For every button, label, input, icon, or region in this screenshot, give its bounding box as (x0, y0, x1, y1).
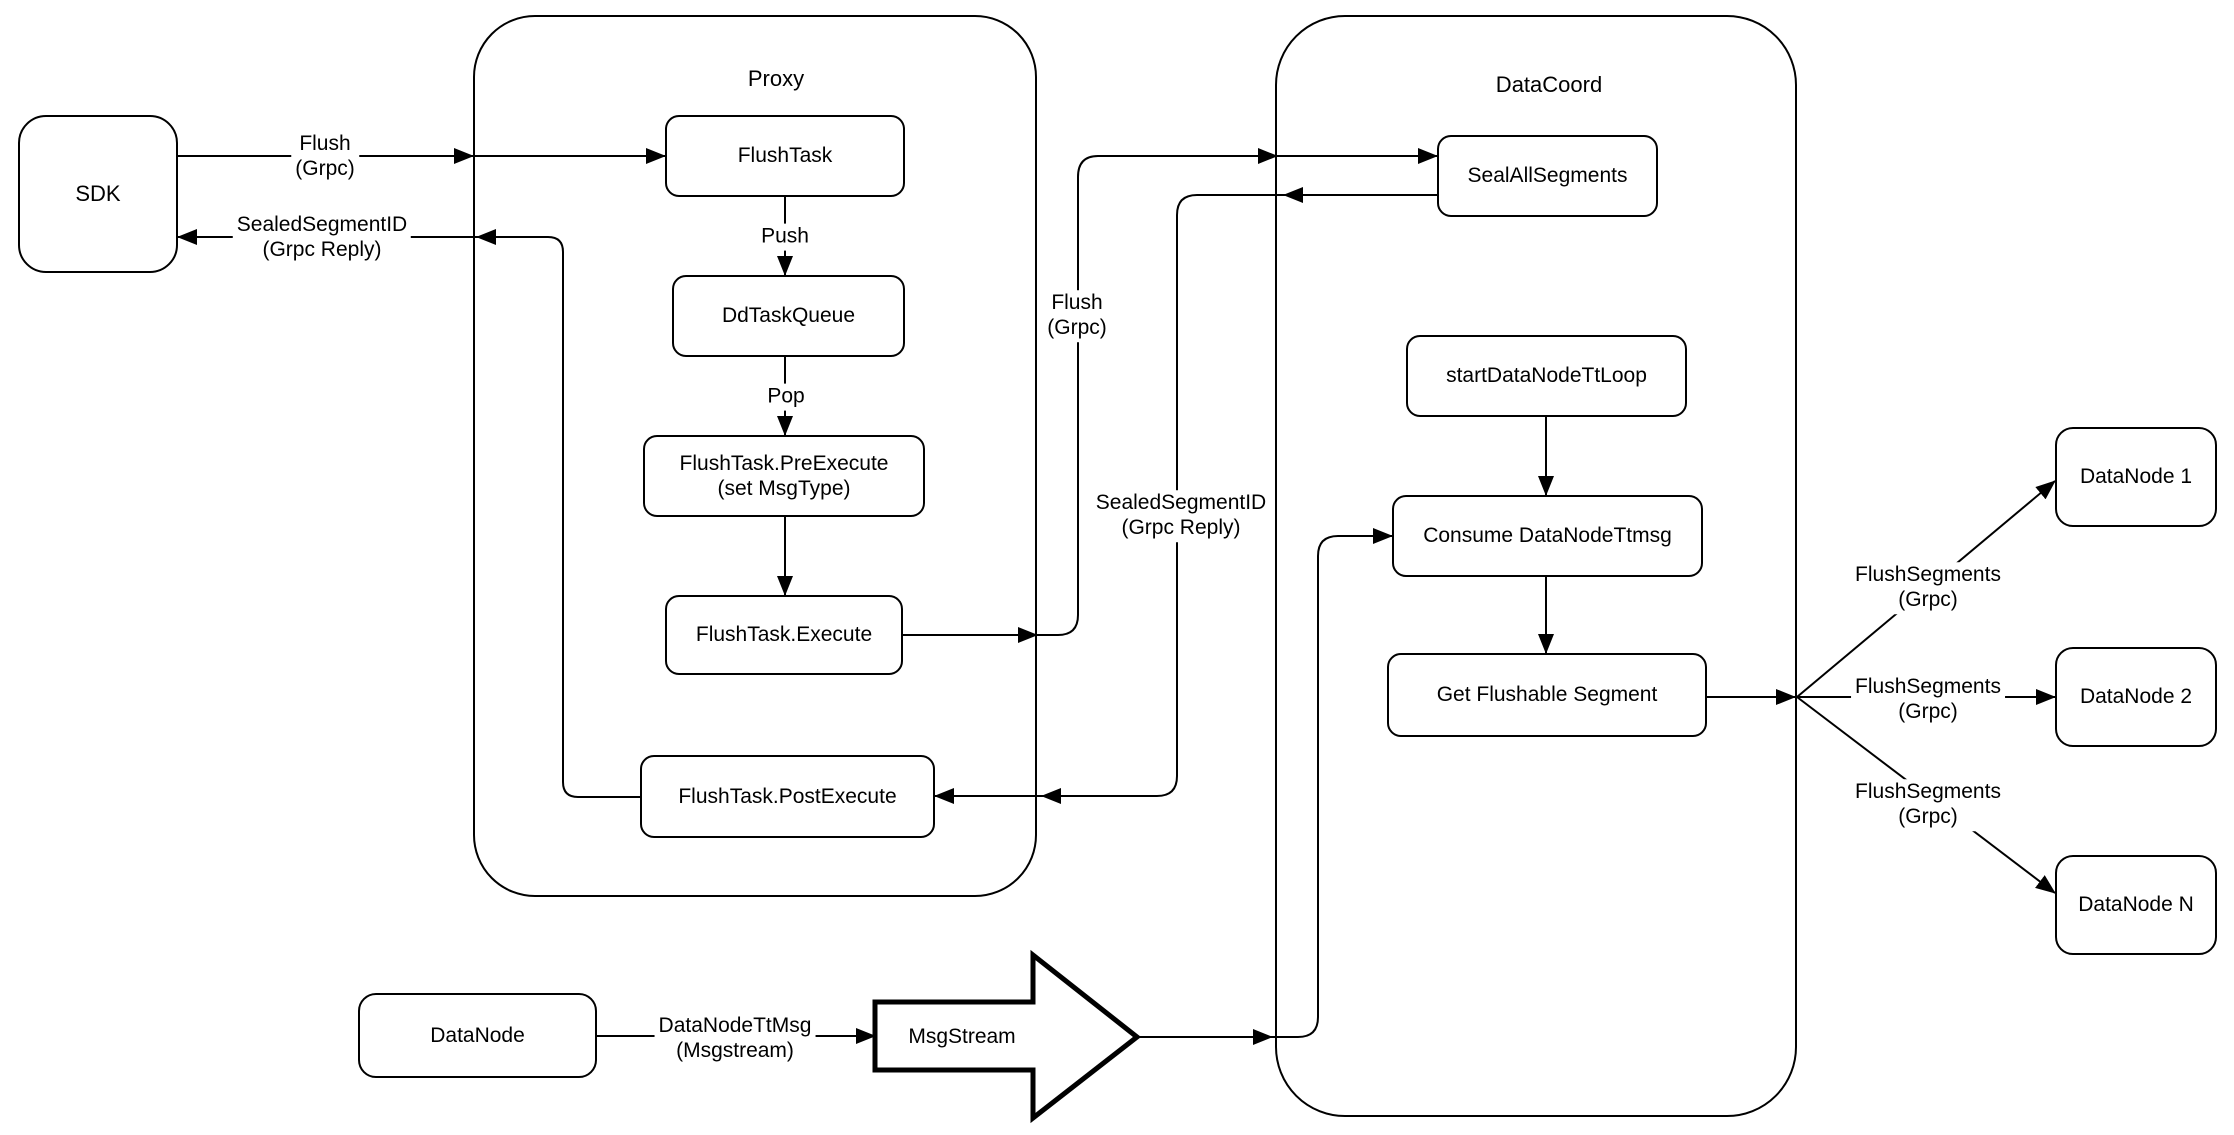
node-consume-datanodettmsg: Consume DataNodeTtmsg (1392, 495, 1703, 577)
proxy-title: Proxy (747, 66, 805, 91)
node-startdatanodettloop: startDataNodeTtLoop (1406, 335, 1687, 417)
edge-label-pop: Pop (763, 383, 809, 411)
edge-label-flushsegments-3: FlushSegments (Grpc) (1851, 779, 2005, 831)
node-flushtask-postexecute: FlushTask.PostExecute (640, 755, 935, 838)
edge-label-flushsegments-1: FlushSegments (Grpc) (1851, 562, 2005, 614)
node-flushtask-execute: FlushTask.Execute (665, 595, 903, 675)
msgstream-label: MsgStream (908, 1025, 1016, 1048)
node-datanode-2: DataNode 2 (2055, 647, 2217, 747)
node-datanode-n: DataNode N (2055, 855, 2217, 955)
edge-label-datanodettmsg: DataNodeTtMsg (Msgstream) (654, 1013, 816, 1065)
edge-label-flushsegments-2: FlushSegments (Grpc) (1851, 674, 2005, 726)
node-ddtaskqueue: DdTaskQueue (672, 275, 905, 357)
node-sealallsegments: SealAllSegments (1437, 135, 1658, 217)
node-sdk: SDK (18, 115, 178, 273)
edge-label-push: Push (757, 223, 813, 251)
edge-label-flush-grpc-sdk: Flush (Grpc) (291, 131, 359, 183)
proxy-container (473, 15, 1037, 897)
node-datanode-1: DataNode 1 (2055, 427, 2217, 527)
edge-label-sealedsegmentid-datacoord: SealedSegmentID (Grpc Reply) (1091, 490, 1271, 542)
node-flushtask: FlushTask (665, 115, 905, 197)
edge-label-flush-grpc-datacoord: Flush (Grpc) (1043, 290, 1111, 342)
datacoord-title: DataCoord (1495, 72, 1603, 97)
node-datanode-bottom: DataNode (358, 993, 597, 1078)
edge-label-sealedsegmentid-sdk: SealedSegmentID (Grpc Reply) (232, 212, 412, 264)
edge-flush-riser-to-datacoord-boundary (1037, 148, 1278, 636)
node-get-flushable-segment: Get Flushable Segment (1387, 653, 1707, 737)
node-flushtask-preexecute: FlushTask.PreExecute (set MsgType) (643, 435, 925, 517)
